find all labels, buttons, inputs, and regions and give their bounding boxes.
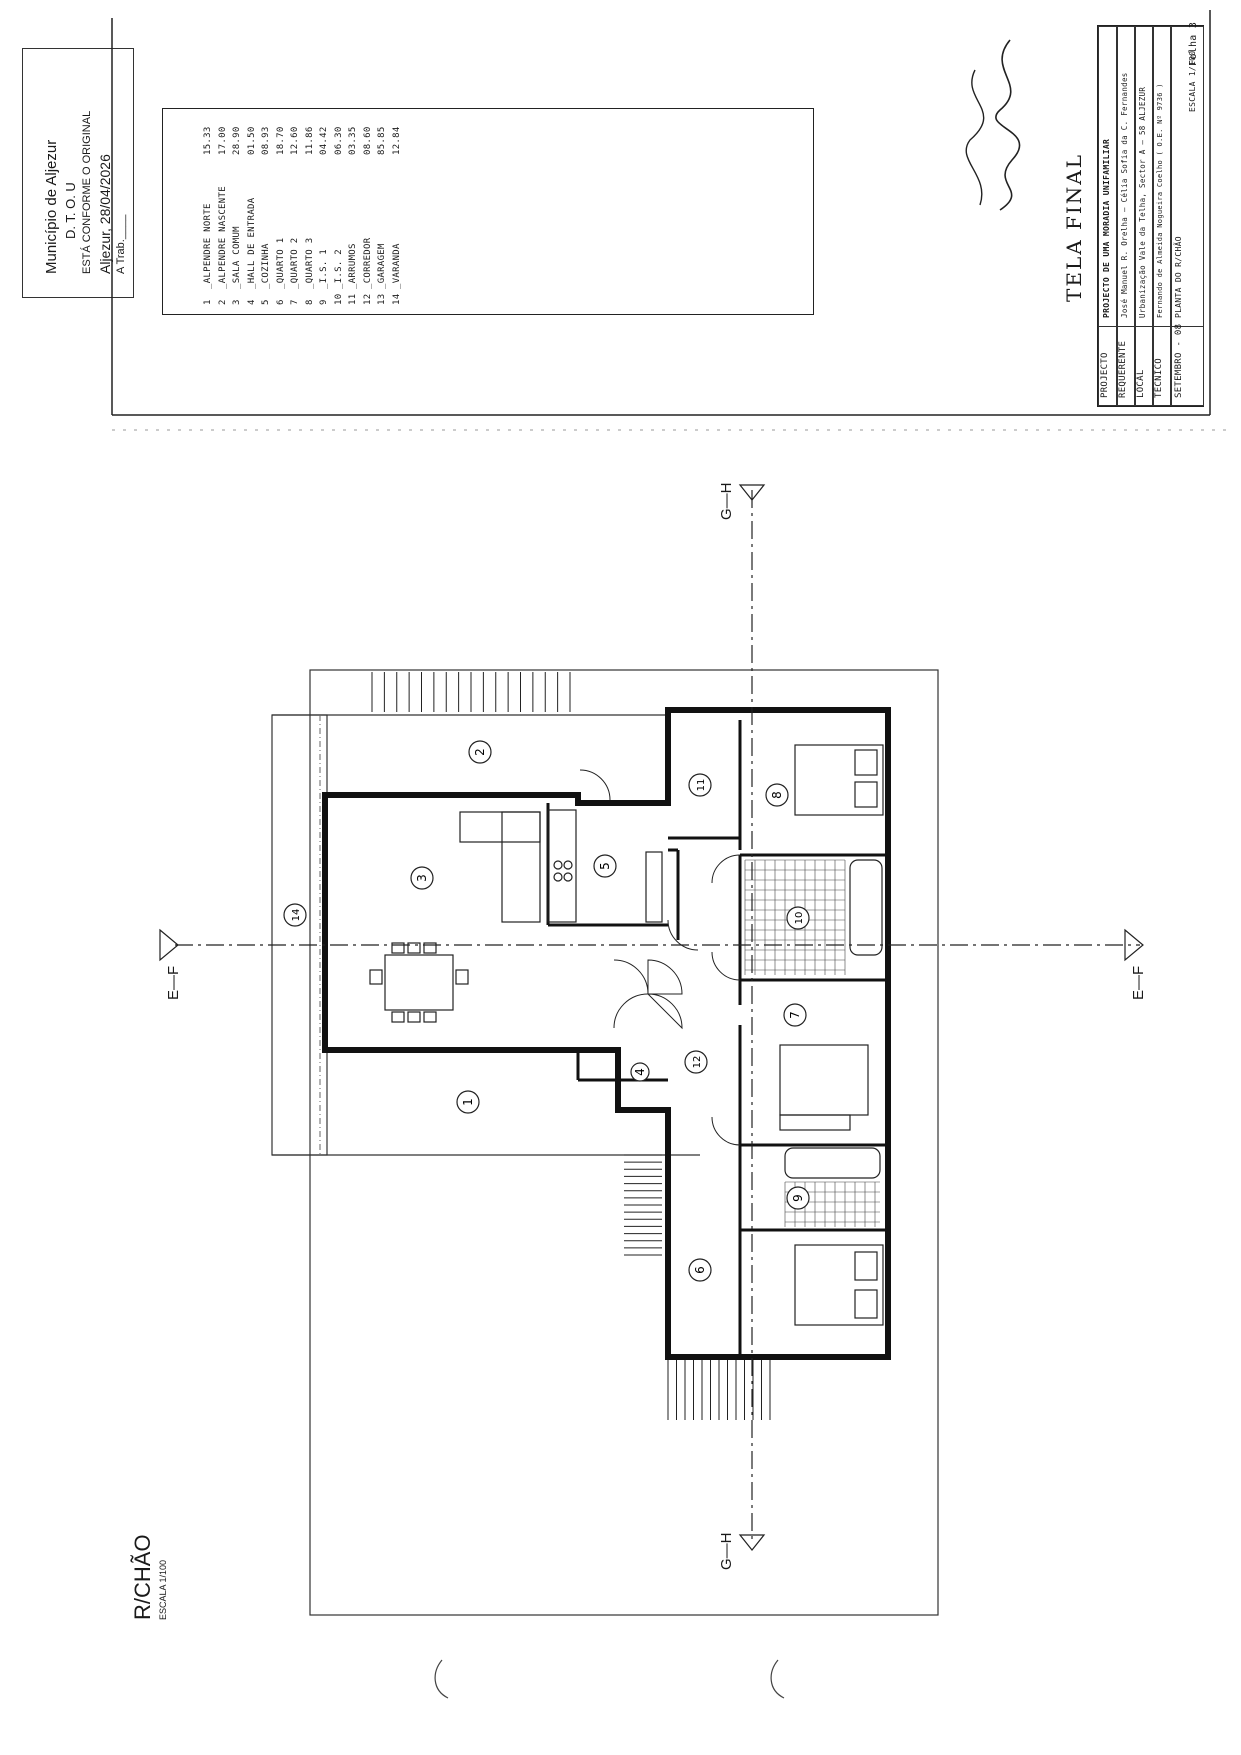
- room-number-circle: [786, 1186, 810, 1210]
- room-number-circle: [688, 1258, 712, 1282]
- room-number-text: 8: [770, 791, 784, 799]
- dining-table: [369, 942, 469, 1023]
- stairs-north: [371, 672, 571, 712]
- windows: [384, 707, 891, 1360]
- room-number-text: 12: [692, 1056, 703, 1069]
- room-number-text: 10: [794, 912, 805, 925]
- section-markers: [159, 484, 1144, 1551]
- bathtubs: [784, 859, 883, 1179]
- room-number-circle: [468, 740, 492, 764]
- room-number-text: 14: [291, 909, 302, 922]
- room-number-circle: [786, 906, 810, 930]
- room-number-text: 5: [598, 862, 612, 870]
- room-number-circle: [283, 903, 307, 927]
- room-number-text: 3: [415, 874, 429, 882]
- stairs-east: [667, 1360, 771, 1420]
- kitchen-counter: [547, 809, 663, 923]
- room-number-text: 1: [461, 1098, 475, 1106]
- doors: [579, 769, 741, 1146]
- title-block: PROJECTO REQUERENTE LOCAL TÉCNICO SETEMB…: [1097, 22, 1204, 407]
- room-number-text: 6: [693, 1266, 707, 1274]
- municipal-stamp: Município de Aljezur D. T. O. U ESTÁ CON…: [22, 48, 134, 298]
- stairs-south: [624, 1154, 662, 1256]
- room-number-circle: [765, 783, 789, 807]
- beds: [779, 744, 884, 1326]
- room-number-circle: [456, 1090, 480, 1114]
- room-number-circle: [630, 1062, 650, 1082]
- room-number-circle: [783, 1003, 807, 1027]
- site-outline: [309, 669, 939, 1616]
- room-number-text: 9: [791, 1194, 805, 1202]
- room-number-circle: [410, 866, 434, 890]
- section-lines: [175, 490, 1140, 1540]
- room-number-text: 2: [473, 748, 487, 756]
- room-number-text: 11: [696, 779, 707, 792]
- room-number-text: 4: [633, 1068, 647, 1076]
- room-number-circle: [684, 1050, 708, 1074]
- room-number-text: 7: [788, 1011, 802, 1019]
- sofa: [459, 811, 541, 923]
- room-number-circle: [593, 854, 617, 878]
- room-number-circle: [688, 773, 712, 797]
